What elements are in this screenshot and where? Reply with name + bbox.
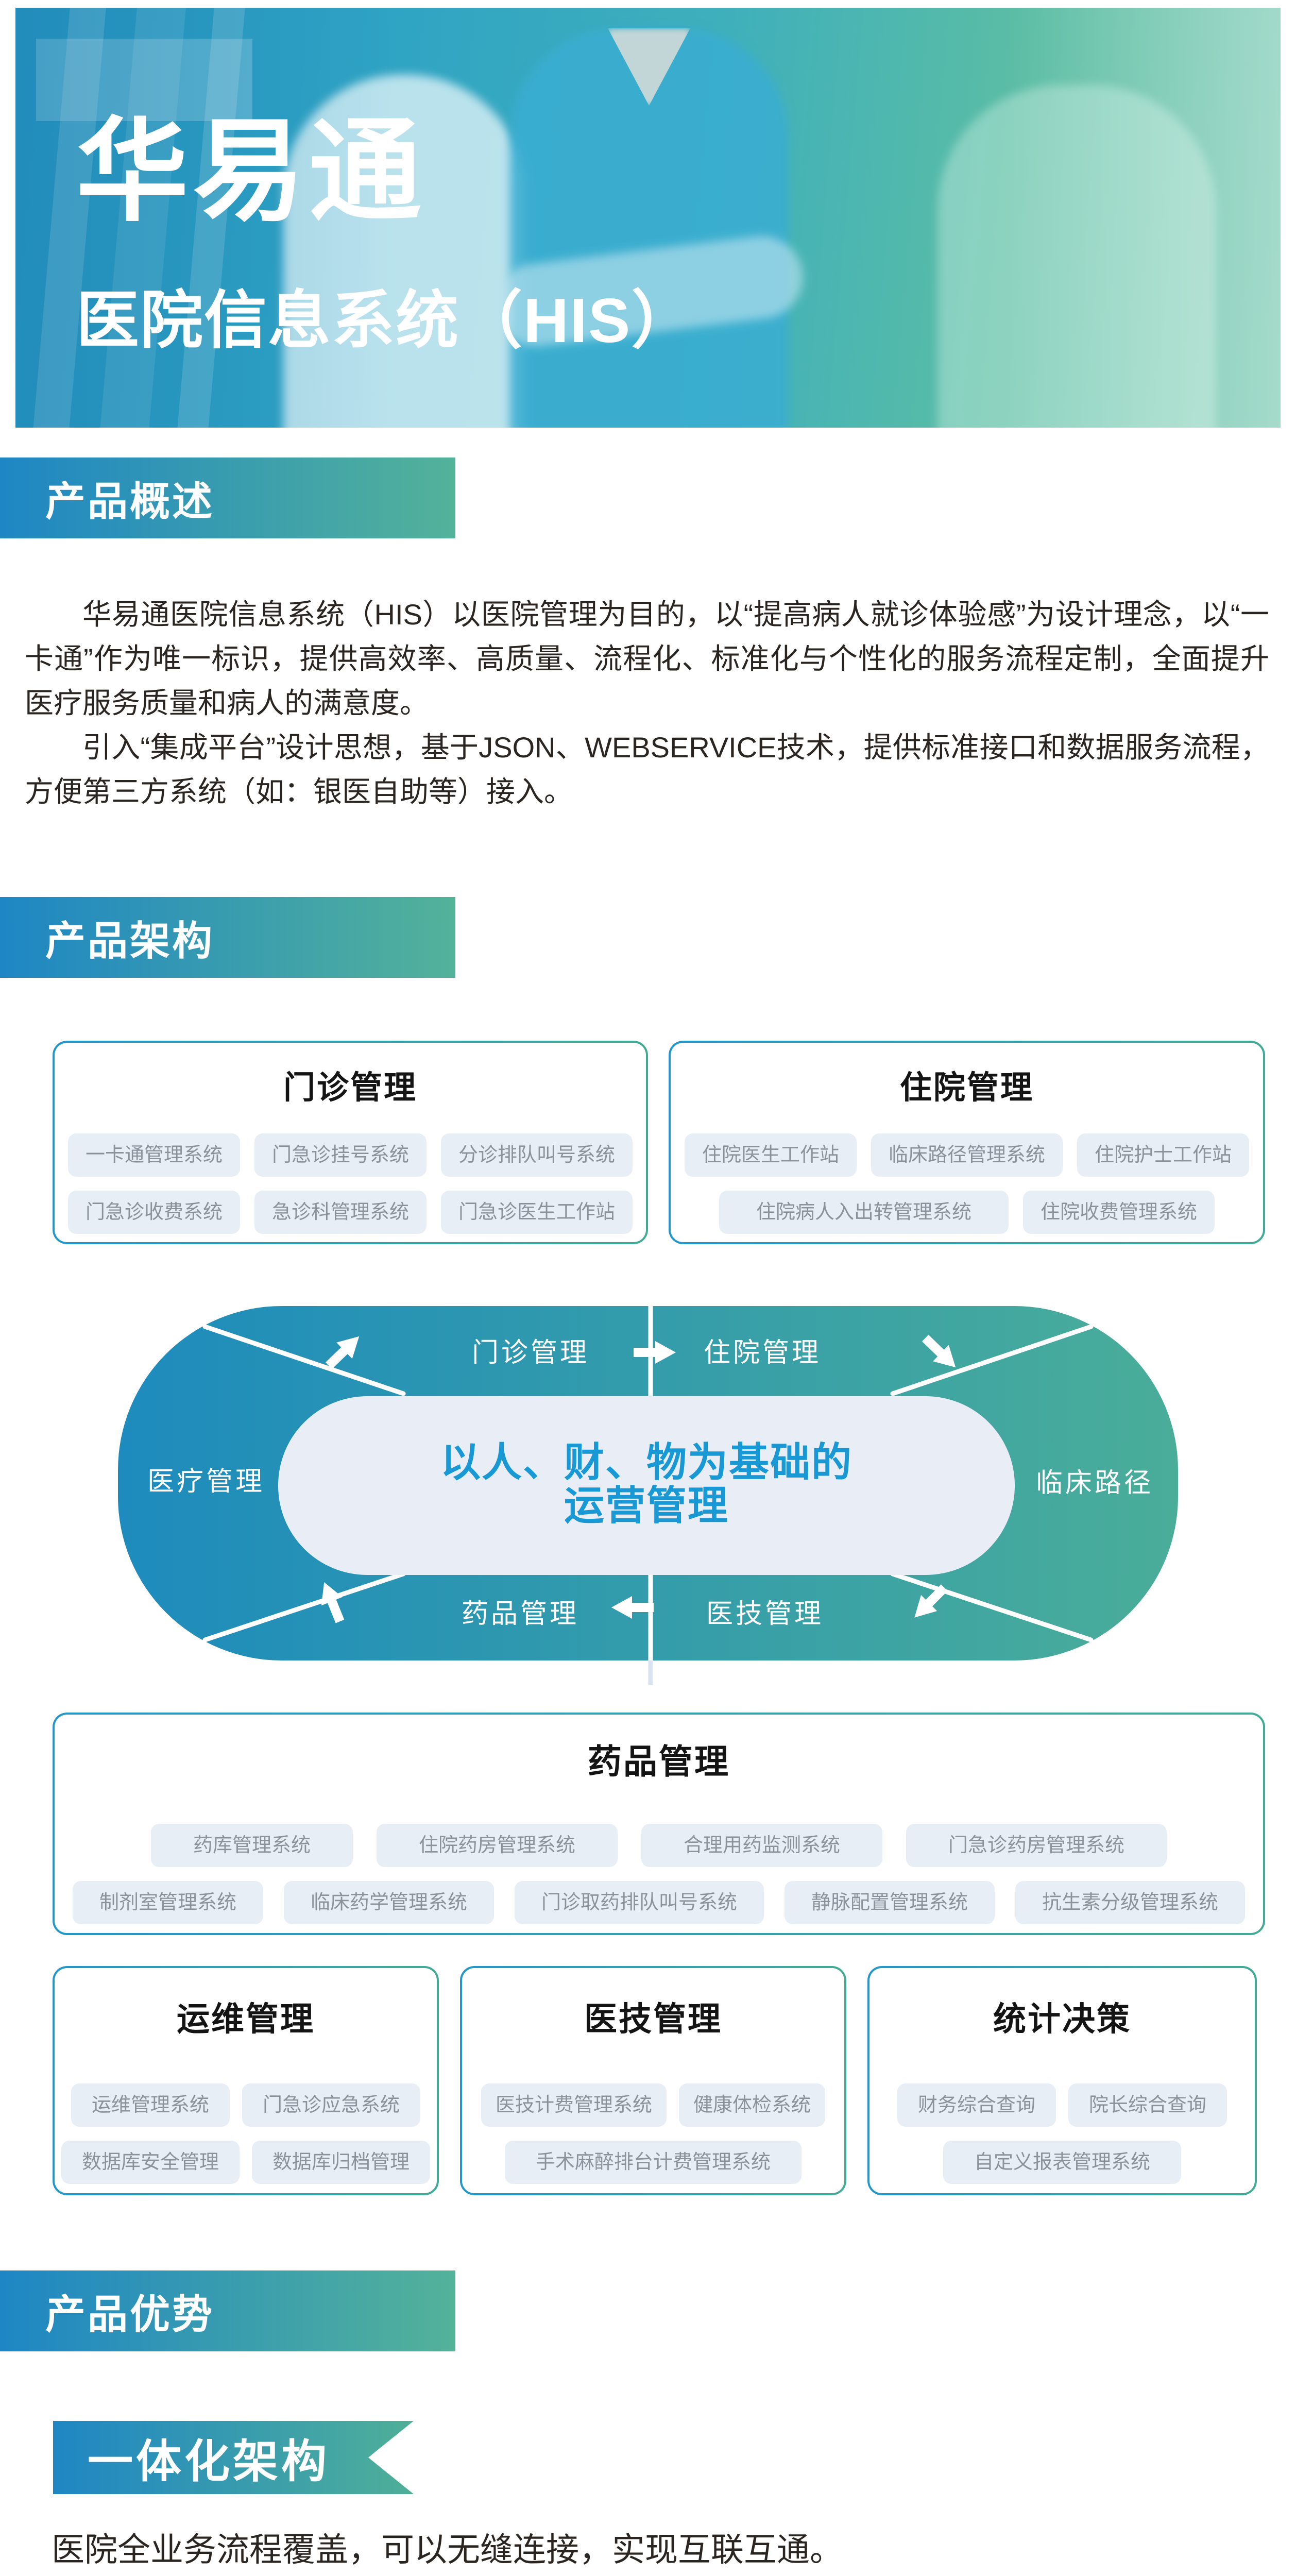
system-chip: 临床路径管理系统 — [871, 1133, 1063, 1177]
system-chip: 急诊科管理系统 — [254, 1191, 427, 1234]
diagram-center-line1: 以人、财、物为基础的 — [440, 1439, 852, 1485]
system-chip: 合理用药监测系统 — [641, 1824, 883, 1867]
system-chip: 医技计费管理系统 — [481, 2083, 667, 2127]
system-chip: 自定义报表管理系统 — [943, 2141, 1181, 2184]
hero-overlay — [15, 8, 1281, 428]
system-chip: 数据库归档管理 — [252, 2141, 431, 2184]
hero-banner: 华易通 医院信息系统（HIS） — [15, 8, 1281, 428]
system-chip: 门急诊收费系统 — [67, 1191, 240, 1234]
diagram-label-inpatient: 住院管理 — [704, 1338, 821, 1368]
system-chip: 门急诊药房管理系统 — [906, 1824, 1167, 1867]
architecture-cycle-diagram: 以人、财、物为基础的 运营管理 门诊管理 住院管理 医疗管理 临床路径 药品管理… — [118, 1306, 1178, 1685]
diagram-label-clinical-path: 临床路径 — [1036, 1469, 1153, 1498]
diagram-label-medical: 医疗管理 — [147, 1467, 265, 1497]
system-chip: 运维管理系统 — [71, 2083, 230, 2127]
card-inpatient: 住院管理 住院医生工作站 临床路径管理系统 住院护士工作站 住院病人入出转管理系… — [669, 1041, 1265, 1244]
advantage-desc-1: 医院全业务流程覆盖，可以无缝连接，实现互联互通。 — [52, 2531, 843, 2568]
card-pharmacy: 药品管理 药库管理系统 住院药房管理系统 合理用药监测系统 门急诊药房管理系统 … — [53, 1713, 1265, 1935]
product-title: 华易通 — [76, 109, 425, 234]
diagram-label-medtech: 医技管理 — [706, 1600, 824, 1629]
system-chip: 住院病人入出转管理系统 — [719, 1191, 1009, 1234]
system-chip: 门诊取药排队叫号系统 — [514, 1881, 764, 1924]
system-chip: 制剂室管理系统 — [72, 1881, 263, 1924]
diagram-label-outpatient: 门诊管理 — [472, 1338, 589, 1368]
system-chip: 门急诊医生工作站 — [441, 1191, 633, 1234]
system-chip: 住院医生工作站 — [684, 1133, 857, 1177]
system-chip: 财务综合查询 — [897, 2083, 1056, 2127]
system-chip: 门急诊应急系统 — [242, 2083, 421, 2127]
card-statistics: 统计决策 财务综合查询 院长综合查询 自定义报表管理系统 — [867, 1966, 1257, 2195]
card-outpatient: 门诊管理 一卡通管理系统 门急诊挂号系统 分诊排队叫号系统 门急诊收费系统 急诊… — [53, 1041, 648, 1244]
system-chip: 院长综合查询 — [1068, 2083, 1227, 2127]
advantage-ribbon-1: 一体化架构 — [53, 2421, 414, 2494]
system-chip: 药库管理系统 — [150, 1824, 353, 1867]
overview-paragraph-1: 华易通医院信息系统（HIS）以医院管理为目的，以“提高病人就诊体验感”为设计理念… — [25, 598, 1269, 719]
section-heading-advantages: 产品优势 — [0, 2270, 455, 2351]
system-chip: 静脉配置管理系统 — [785, 1881, 995, 1924]
card-title-inpatient: 住院管理 — [899, 1070, 1034, 1106]
product-subtitle: 医院信息系统（HIS） — [76, 285, 695, 355]
system-chip: 住院护士工作站 — [1077, 1133, 1250, 1177]
card-title-pharmacy: 药品管理 — [588, 1742, 730, 1781]
overview-paragraph-2: 引入“集成平台”设计思想，基于JSON、WEBSERVICE技术，提供标准接口和… — [25, 731, 1269, 808]
card-medtech: 医技管理 医技计费管理系统 健康体检系统 手术麻醉排台计费管理系统 — [460, 1966, 846, 2195]
diagram-center-line2: 运营管理 — [564, 1483, 729, 1528]
section-heading-architecture: 产品架构 — [0, 897, 455, 978]
overview-paragraphs: 华易通医院信息系统（HIS）以医院管理为目的，以“提高病人就诊体验感”为设计理念… — [25, 592, 1269, 814]
system-chip: 手术麻醉排台计费管理系统 — [504, 2141, 802, 2184]
card-title-medtech: 医技管理 — [584, 2001, 722, 2038]
card-title-outpatient: 门诊管理 — [283, 1070, 417, 1106]
card-title-statistics: 统计决策 — [993, 2001, 1131, 2038]
system-chip: 分诊排队叫号系统 — [441, 1133, 633, 1177]
diagram-label-pharmacy: 药品管理 — [462, 1600, 579, 1629]
system-chip: 抗生素分级管理系统 — [1015, 1881, 1246, 1924]
system-chip: 健康体检系统 — [679, 2083, 826, 2127]
doctor-silhouette — [283, 75, 525, 428]
section-heading-overview: 产品概述 — [0, 457, 455, 538]
system-chip: 数据库安全管理 — [61, 2141, 240, 2184]
center-pill — [278, 1396, 1015, 1575]
system-chip: 一卡通管理系统 — [67, 1133, 240, 1177]
corridor-window — [36, 39, 252, 121]
system-chip: 临床药学管理系统 — [283, 1881, 494, 1924]
system-chip: 住院药房管理系统 — [376, 1824, 618, 1867]
system-chip: 住院收费管理系统 — [1023, 1191, 1215, 1234]
card-operations: 运维管理 运维管理系统 门急诊应急系统 数据库安全管理 数据库归档管理 — [53, 1966, 439, 2195]
system-chip: 门急诊挂号系统 — [254, 1133, 427, 1177]
card-title-operations: 运维管理 — [177, 2001, 315, 2038]
doctor-silhouette — [937, 85, 1216, 428]
